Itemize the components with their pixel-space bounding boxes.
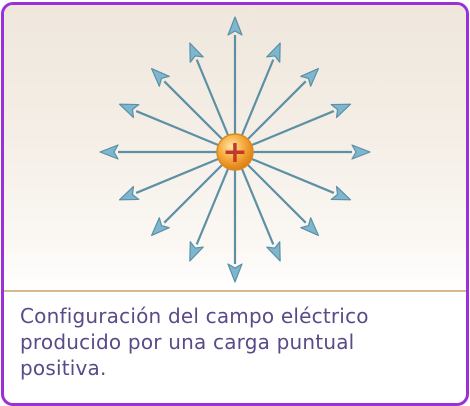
field-arrowhead — [351, 144, 371, 160]
figure-caption: Configuración del campo eléctrico produc… — [20, 303, 460, 381]
field-arrowhead — [300, 217, 320, 237]
field-arrowhead — [118, 185, 140, 201]
field-line — [246, 163, 307, 224]
field-line — [240, 59, 275, 136]
field-line — [163, 163, 224, 224]
field-arrowhead — [227, 16, 243, 36]
electric-field-diagram: + — [4, 5, 466, 290]
field-lines-svg: + — [99, 16, 371, 283]
field-arrowhead — [150, 67, 170, 87]
field-arrowhead — [150, 217, 170, 237]
field-line — [251, 157, 335, 194]
field-arrowhead — [189, 241, 204, 262]
field-arrowhead — [300, 67, 320, 87]
field-line — [135, 110, 219, 147]
charge-circle — [216, 133, 254, 171]
field-arrowhead — [227, 263, 243, 283]
field-arrowhead — [99, 144, 119, 160]
positive-charge: + — [216, 133, 254, 171]
caption-divider — [4, 290, 466, 292]
field-arrowhead — [266, 42, 281, 63]
field-line — [135, 157, 219, 194]
field-arrowhead — [330, 103, 352, 119]
field-line — [163, 80, 224, 141]
field-line — [240, 168, 275, 245]
field-arrowhead — [266, 241, 281, 262]
field-line — [195, 59, 230, 136]
field-lines — [99, 16, 371, 283]
field-line — [195, 168, 230, 245]
caption-line-1: Configuración del campo eléctrico — [20, 304, 369, 328]
caption-line-2: producido por una carga puntual — [20, 330, 355, 354]
field-line — [251, 110, 335, 147]
field-arrowhead — [189, 42, 204, 63]
field-line — [246, 80, 307, 141]
field-arrowhead — [330, 185, 352, 201]
caption-line-3: positiva. — [20, 356, 107, 380]
field-arrowhead — [118, 103, 140, 119]
charge-sign: + — [222, 135, 247, 170]
